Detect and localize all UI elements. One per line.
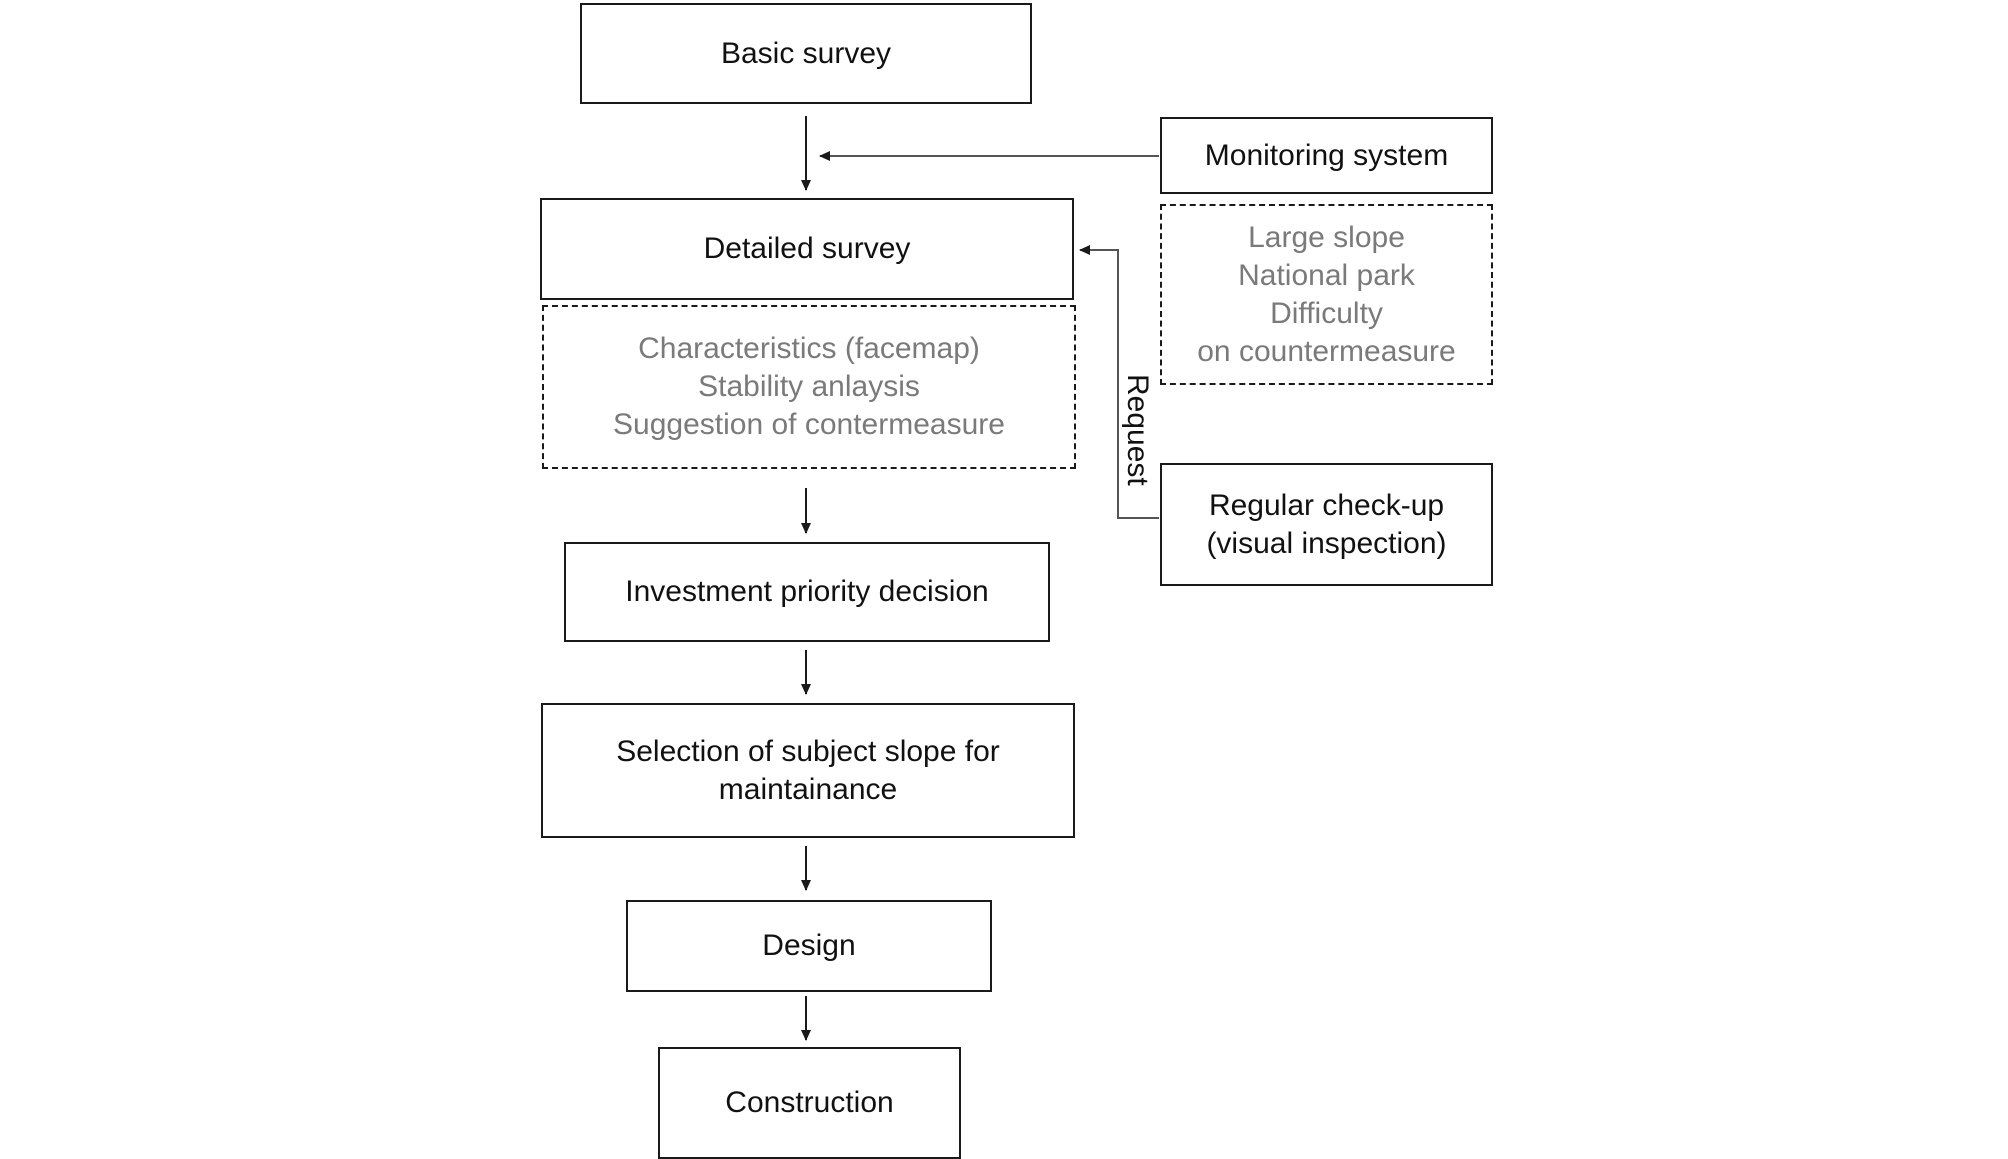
arrow-request-to-detailed [1079, 245, 1159, 519]
monitoring-system-label: Monitoring system [1204, 138, 1449, 172]
monitoring-system-box: Monitoring system [1160, 117, 1493, 194]
request-label: Request [1121, 374, 1154, 486]
regular-checkup-label-line2: (visual inspection) [1206, 526, 1447, 560]
regular-checkup-label-line1: Regular check-up [1208, 488, 1445, 522]
note-line: National park [1238, 258, 1415, 292]
investment-priority-label: Investment priority decision [625, 575, 989, 608]
note-line: on countermeasure [1197, 334, 1456, 368]
design-box: Design [626, 900, 992, 992]
selection-label-line1: Selection of subject slope for [616, 734, 1000, 768]
detailed-survey-notes: Characteristics (facemap) Stability anla… [542, 305, 1076, 469]
detailed-survey-box: Detailed survey [540, 198, 1074, 300]
detailed-survey-label: Detailed survey [703, 232, 911, 265]
selection-box: Selection of subject slope for maintaina… [541, 703, 1075, 838]
note-line: Suggestion of contermeasure [613, 408, 1005, 441]
basic-survey-label: Basic survey [720, 36, 892, 70]
monitoring-notes: Large slope National park Difficulty on … [1160, 204, 1493, 385]
design-label: Design [762, 929, 856, 962]
investment-priority-box: Investment priority decision [564, 542, 1050, 642]
construction-box: Construction [658, 1047, 961, 1159]
note-line: Difficulty [1270, 296, 1383, 330]
regular-checkup-box: Regular check-up (visual inspection) [1160, 463, 1493, 586]
selection-label-line2: maintainance [718, 772, 898, 806]
note-line: Large slope [1248, 220, 1405, 254]
note-line: Characteristics (facemap) [638, 332, 980, 365]
construction-label: Construction [725, 1086, 894, 1119]
note-line: Stability anlaysis [698, 370, 920, 403]
basic-survey-box: Basic survey [580, 3, 1032, 104]
